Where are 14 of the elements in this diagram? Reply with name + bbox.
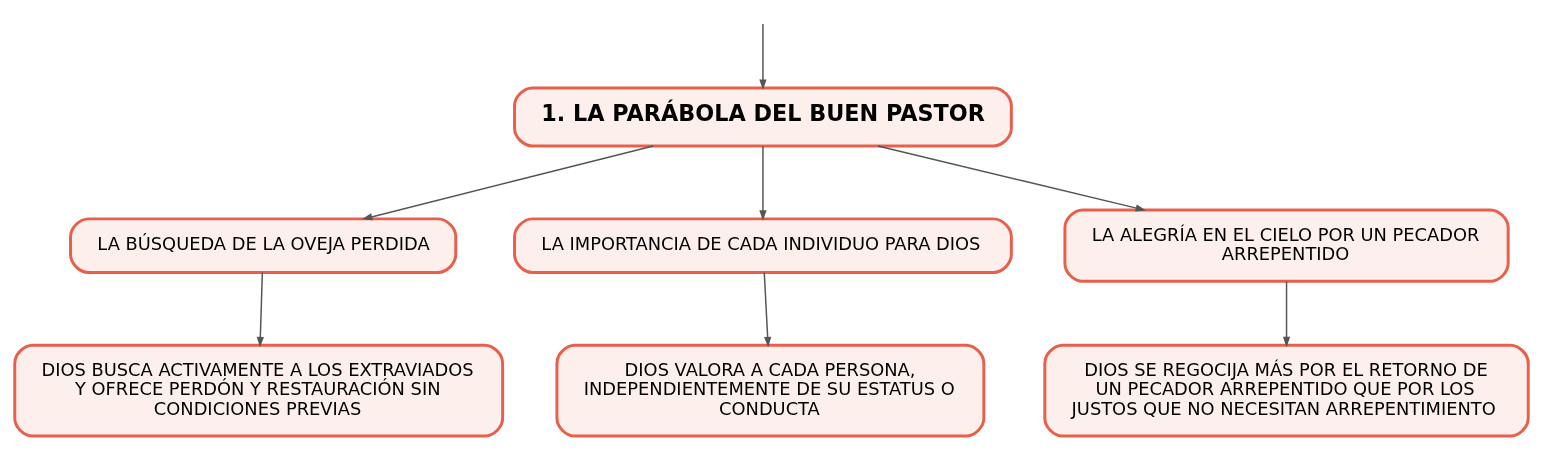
arrow bbox=[877, 144, 1147, 212]
arrow bbox=[256, 271, 264, 347]
node-box: LA BÚSQUEDA DE LA OVEJA PERDIDA bbox=[69, 216, 458, 274]
arrow bbox=[1282, 280, 1291, 347]
node-box: DIOS VALORA A CADA PERSONA, INDEPENDIENTEMENTE DE SU ESTATUS O CONDUCTA bbox=[555, 343, 986, 438]
arrow bbox=[763, 271, 772, 347]
node-box: 1. LA PARÁBOLA DEL BUEN PASTOR bbox=[513, 86, 1013, 147]
arrow bbox=[759, 22, 767, 90]
arrow bbox=[759, 145, 767, 221]
arrow bbox=[361, 144, 654, 220]
node-box: DIOS SE REGOCIJA MÁS POR EL RETORNO DE UN PECADOR ARREPENTIDO QUE POR LOS JUSTOS QUE NO NECESITAN ARREPENTIMIENTO bbox=[1043, 343, 1530, 438]
node-box: LA ALEGRÍA EN EL CIELO POR UN PECADOR ARREPENTIDO bbox=[1063, 207, 1510, 283]
node-box: DIOS BUSCA ACTIVAMENTE A LOS EXTRAVIADOS Y OFRECE PERDÓN Y RESTAURACIÓN SIN CONDICIONES PREVIAS bbox=[13, 343, 505, 438]
node-box: LA IMPORTANCIA DE CADA INDIVIDUO PARA DIOS bbox=[513, 216, 1013, 274]
